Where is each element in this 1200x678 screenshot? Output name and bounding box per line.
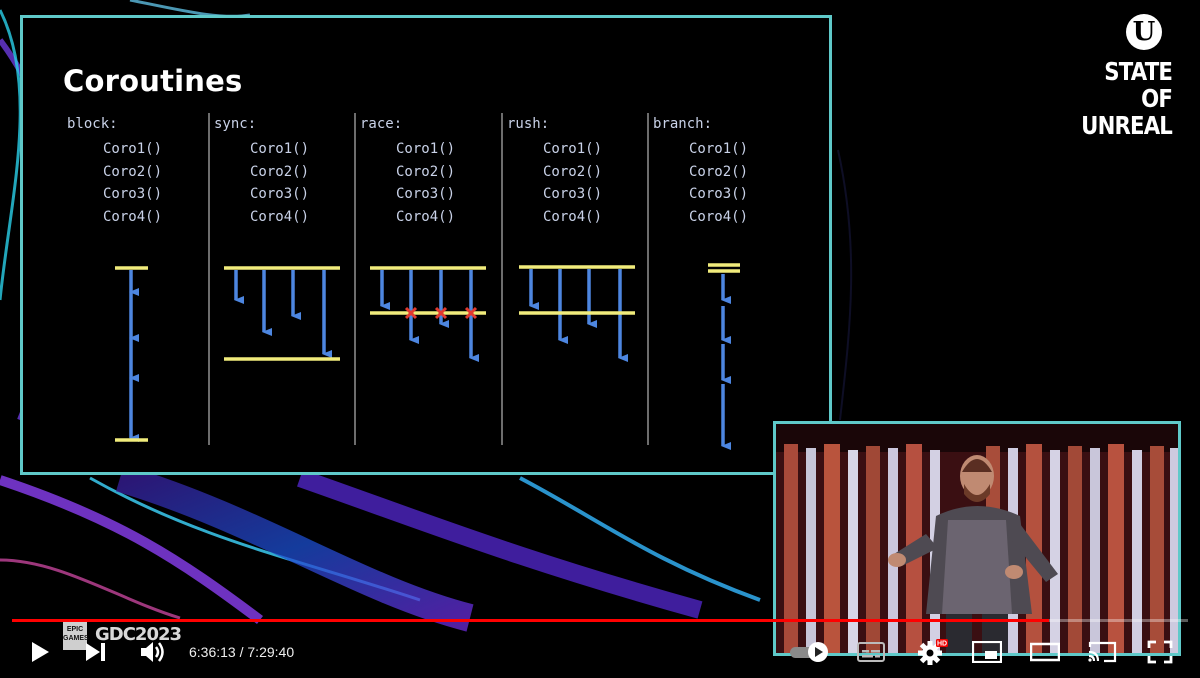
coroutine-item: Coro1() xyxy=(396,141,456,157)
cast-icon xyxy=(1088,641,1117,663)
speaker-figure xyxy=(888,455,1058,653)
fullscreen-button[interactable] xyxy=(1145,639,1175,665)
column-block: block: Coro1() Coro2() Coro3() Coro4() xyxy=(59,110,205,446)
coroutine-item: Coro2() xyxy=(689,163,749,180)
state-of-unreal-logo: U STATE OF UNREAL xyxy=(1052,14,1173,140)
coroutine-item: Coro2() xyxy=(103,163,163,180)
theater-mode-button[interactable] xyxy=(1029,640,1061,664)
column-divider xyxy=(208,113,210,445)
column-divider xyxy=(501,113,503,445)
column-divider xyxy=(354,113,356,445)
logo-line-2: UNREAL xyxy=(1081,111,1173,140)
column-divider xyxy=(647,113,649,445)
column-label: block: xyxy=(67,116,118,132)
miniplayer-icon xyxy=(972,641,1002,663)
rush-diagram xyxy=(519,265,635,362)
current-time: 6:36:13 xyxy=(189,644,236,660)
logo-line-1: STATE OF xyxy=(1104,57,1173,113)
player-controls: 6:36:13 / 7:29:40 xyxy=(0,630,1200,674)
coroutine-list: Coro1() Coro2() Coro3() Coro4() xyxy=(250,138,309,228)
coroutine-item: Coro3() xyxy=(689,186,749,202)
coroutine-list: Coro1() Coro2() Coro3() Coro4() xyxy=(543,138,602,228)
block-diagram xyxy=(115,266,148,442)
column-race: race: Coro1() Coro2() Coro3() Coro4() xyxy=(352,110,498,446)
coroutine-item: Coro4() xyxy=(543,208,603,225)
column-label: sync: xyxy=(214,116,257,132)
coroutine-item: Coro4() xyxy=(103,208,163,225)
unreal-engine-logo-icon: U xyxy=(1126,14,1162,50)
race-diagram xyxy=(370,266,486,362)
coroutine-item: Coro4() xyxy=(689,208,749,225)
time-display: 6:36:13 / 7:29:40 xyxy=(189,644,294,660)
gdc-2023-logo: GDC2023 xyxy=(95,624,182,645)
presentation-slide: Coroutines block: Coro1() Coro2() Coro3(… xyxy=(20,15,832,475)
coroutine-item: Coro4() xyxy=(250,208,310,225)
column-rush: rush: Coro1() Coro2() Coro3() Coro4() xyxy=(499,110,645,446)
settings-icon: HD xyxy=(918,639,948,665)
epic-games-logo: EPIC GAMES xyxy=(63,622,89,650)
play-icon xyxy=(32,642,49,662)
coroutine-item: Coro1() xyxy=(689,141,749,157)
coroutine-item: Coro3() xyxy=(103,186,163,202)
settings-button[interactable]: HD xyxy=(914,638,950,666)
subtitles-button[interactable] xyxy=(857,640,885,664)
branch-diagram xyxy=(708,263,740,450)
coroutine-list: Coro1() Coro2() Coro3() Coro4() xyxy=(689,138,748,228)
column-sync: sync: Coro1() Coro2() Coro3() Coro4() xyxy=(206,110,352,446)
progress-bar-played xyxy=(12,619,1050,622)
sync-diagram xyxy=(224,266,340,361)
subtitles-icon xyxy=(857,642,885,662)
coroutine-item: Coro3() xyxy=(396,186,456,202)
progress-bar[interactable] xyxy=(12,619,1188,622)
coroutine-item: Coro1() xyxy=(543,141,603,157)
fullscreen-icon xyxy=(1147,640,1173,664)
speaker-video-inset xyxy=(773,421,1181,656)
coroutine-list: Coro1() Coro2() Coro3() Coro4() xyxy=(103,138,162,228)
autoplay-toggle[interactable] xyxy=(789,641,833,663)
duration: 7:29:40 xyxy=(247,644,295,660)
hd-badge: HD xyxy=(937,641,947,648)
play-button[interactable] xyxy=(28,640,52,664)
column-label: branch: xyxy=(653,116,713,132)
mute-button[interactable] xyxy=(140,640,166,664)
coroutine-item: Coro1() xyxy=(250,141,310,157)
coroutine-timing-diagrams xyxy=(115,263,740,450)
miniplayer-button[interactable] xyxy=(971,640,1003,664)
coroutine-item: Coro2() xyxy=(396,163,456,180)
volume-icon xyxy=(141,642,164,662)
slide-title: Coroutines xyxy=(63,64,243,98)
coroutine-item: Coro3() xyxy=(250,186,310,202)
coroutine-item: Coro3() xyxy=(543,186,603,202)
column-label: rush: xyxy=(507,116,550,132)
coroutine-item: Coro2() xyxy=(250,163,310,180)
column-label: race: xyxy=(360,116,403,132)
theater-mode-icon xyxy=(1030,642,1060,662)
cast-button[interactable] xyxy=(1086,640,1118,664)
coroutine-list: Coro1() Coro2() Coro3() Coro4() xyxy=(396,138,455,228)
next-video-button[interactable] xyxy=(84,640,108,664)
speaker-video-frame xyxy=(776,424,1178,653)
column-branch: branch: Coro1() Coro2() Coro3() Coro4() xyxy=(645,110,791,446)
autoplay-toggle-icon xyxy=(790,642,828,662)
time-separator: / xyxy=(235,644,248,660)
coroutine-item: Coro2() xyxy=(543,163,603,180)
cancel-marks xyxy=(404,306,478,320)
coroutine-item: Coro4() xyxy=(396,208,456,225)
next-icon xyxy=(86,643,105,661)
coroutine-item: Coro1() xyxy=(103,141,163,157)
